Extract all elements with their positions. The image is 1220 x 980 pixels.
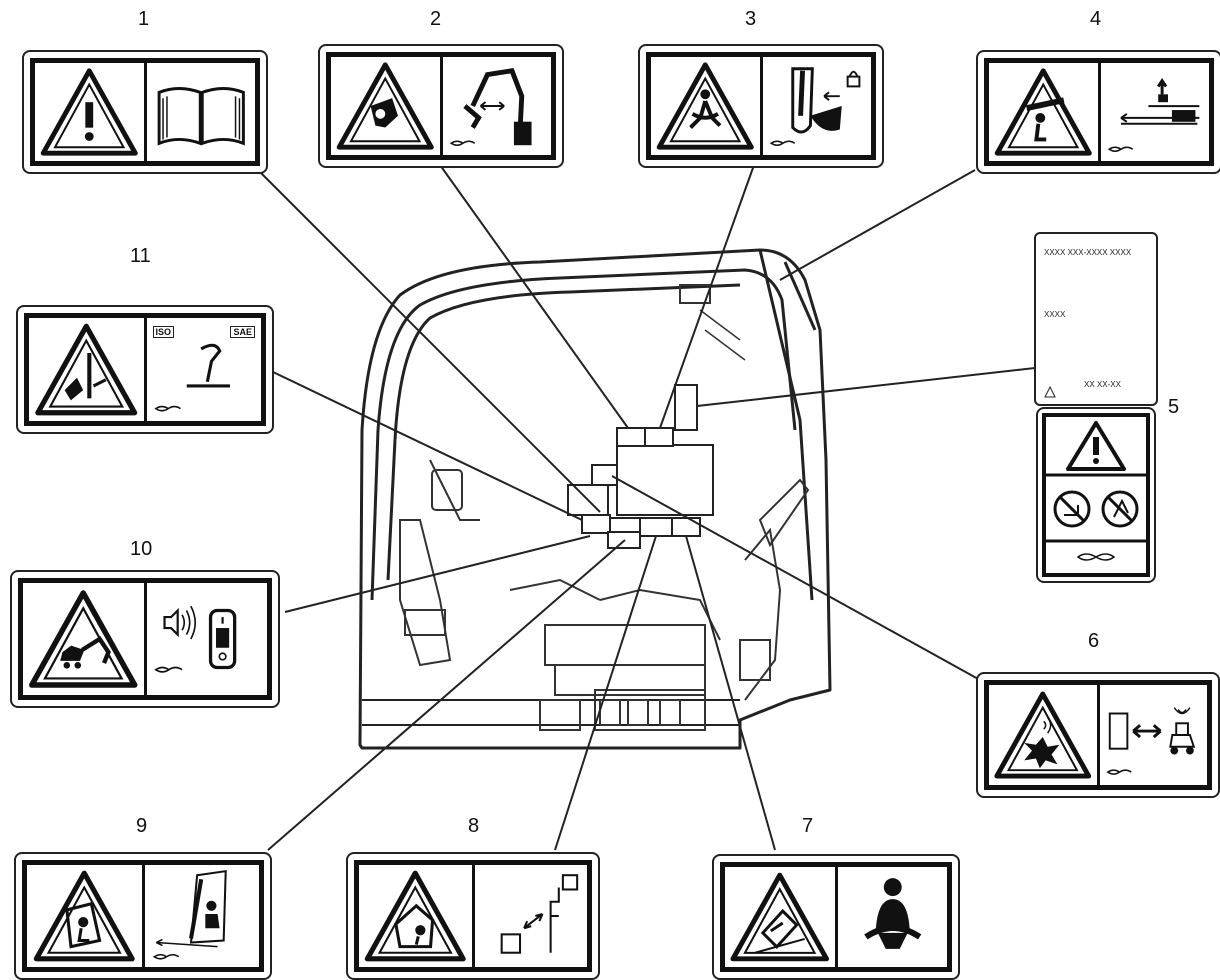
excavator-triangle-icon xyxy=(29,590,138,688)
plate-mid-text: XXXX xyxy=(1044,310,1066,319)
callout-number: 8 xyxy=(468,815,480,837)
callout-number: 1 xyxy=(138,8,150,30)
callout-number: 11 xyxy=(130,245,151,267)
falling-person-triangle-icon xyxy=(656,62,754,150)
iso-badge: ISO xyxy=(152,326,175,338)
alarm-switch-icon xyxy=(153,605,236,673)
crush-triangle-icon xyxy=(336,62,434,150)
plate-footer-text: XX XX-XX xyxy=(1084,380,1121,389)
electrical-hazard-distance-decal xyxy=(976,672,1220,798)
warning-triangle-icon xyxy=(40,68,138,156)
seated-operator-icon xyxy=(863,878,921,949)
lever-hazard-triangle-icon xyxy=(35,323,138,416)
window-lock-icon xyxy=(769,67,860,146)
explosion-triangle-icon xyxy=(994,691,1092,779)
cab-door-icon xyxy=(152,869,227,960)
no-step-decal xyxy=(1036,407,1156,583)
callout-number: 10 xyxy=(130,538,153,560)
falling-object-triangle-icon xyxy=(364,870,466,962)
warning-read-manual-decal xyxy=(22,50,268,174)
callout-number: 4 xyxy=(1090,8,1102,30)
callout-number: 9 xyxy=(136,815,148,837)
overturn-triangle-icon xyxy=(730,872,830,962)
plate-header-text: XXXX XXX-XXXX XXXX xyxy=(1044,248,1132,257)
sae-badge: SAE xyxy=(230,326,255,338)
falling-window-hazard-decal xyxy=(976,50,1220,174)
device-distance-icon xyxy=(1105,707,1195,775)
clearance-distance-icon xyxy=(500,874,578,954)
window-lock-decal xyxy=(638,44,884,168)
travel-alarm-decal xyxy=(10,570,280,708)
control-pattern-decal: ISO SAE xyxy=(16,305,274,434)
joystick-icon xyxy=(153,343,230,412)
seat-belt-decal xyxy=(712,854,960,980)
excavator-arm-icon xyxy=(449,67,532,146)
callout-number: 5 xyxy=(1168,396,1180,418)
door-crush-triangle-icon xyxy=(33,870,135,962)
callout-number: 7 xyxy=(802,815,814,837)
window-slide-icon xyxy=(1107,77,1199,152)
head-impact-triangle-icon xyxy=(994,68,1092,156)
callout-number: 2 xyxy=(430,8,442,30)
no-step-graphic xyxy=(1042,413,1150,577)
callout-number: 3 xyxy=(745,8,757,30)
callout-number: 6 xyxy=(1088,630,1100,652)
information-plate-decal: XXXX XXX-XXXX XXXX XXXX XX XX-XX xyxy=(1034,232,1158,406)
fall-hazard-distance-decal xyxy=(346,852,600,980)
manual-book-icon xyxy=(157,87,245,146)
small-warning-icon xyxy=(1044,386,1056,398)
arm-crush-hazard-decal xyxy=(318,44,564,168)
cab-crush-hazard-decal xyxy=(14,852,272,980)
